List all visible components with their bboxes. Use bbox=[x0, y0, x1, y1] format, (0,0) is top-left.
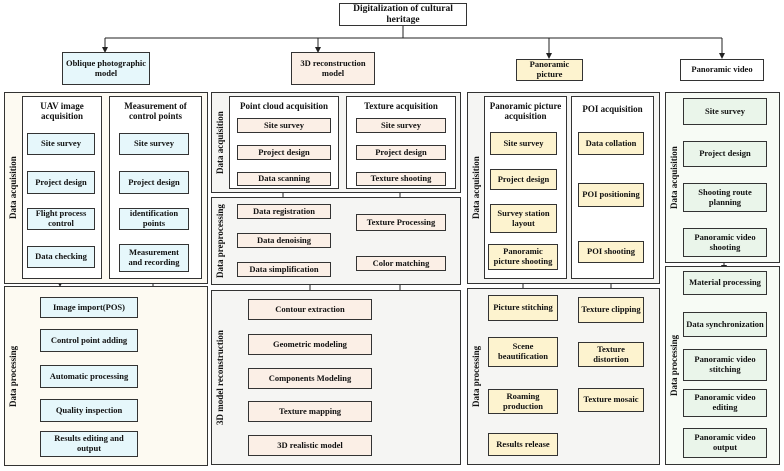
pano-step-1: Site survey bbox=[490, 132, 557, 155]
prep-left-1: Data registration bbox=[237, 204, 331, 219]
poi-step-2: POI positioning bbox=[578, 183, 644, 207]
col3-proc-label: Data processing bbox=[471, 345, 481, 408]
col1-title: Oblique photographic model bbox=[62, 52, 150, 85]
proc1-step-1: Image import(POS) bbox=[40, 297, 138, 318]
col4-title: Panoramic video bbox=[680, 59, 764, 81]
proc4-step-3: Panoramic video stitching bbox=[683, 349, 767, 381]
prep-left-2: Data denoising bbox=[237, 233, 331, 248]
prep-right-1: Texture Processing bbox=[356, 214, 446, 231]
pc-step-1: Site survey bbox=[237, 118, 331, 133]
proc1-step-2: Control point adding bbox=[40, 329, 138, 352]
pano-title: Panoramic picture acquisition bbox=[489, 101, 562, 122]
proc3-right-3: Texture mosaic bbox=[578, 388, 644, 412]
proc4-step-2: Data synchronization bbox=[683, 312, 767, 337]
proc4-step-1: Material processing bbox=[683, 271, 767, 295]
prep-left-3: Data simplification bbox=[237, 262, 331, 277]
tex-title: Texture acquisition bbox=[364, 101, 438, 111]
ctrl-step-2: Project design bbox=[119, 171, 189, 194]
poi-step-1: Data collation bbox=[578, 132, 644, 155]
tex-step-3: Texture shooting bbox=[356, 172, 446, 186]
col2-title: 3D reconstruction model bbox=[291, 52, 375, 85]
proc4-step-5: Panoramic video output bbox=[683, 428, 767, 458]
col1-acq-label: Data acquisition bbox=[8, 156, 18, 220]
proc3-right-1: Texture clipping bbox=[578, 297, 644, 323]
ctrl-title: Measurement of control points bbox=[124, 101, 187, 122]
recon-step-3: Components Modeling bbox=[248, 368, 372, 389]
col2-prep-label: Data preprocessing bbox=[215, 204, 225, 278]
uav-step-3: Flight process control bbox=[27, 208, 95, 230]
pano-step-2: Project design bbox=[490, 169, 557, 190]
proc1-step-3: Automatic processing bbox=[40, 365, 138, 388]
proc3-left-4: Results release bbox=[488, 433, 558, 456]
col1-proc-label: Data processing bbox=[8, 345, 18, 407]
prep-right-2: Color matching bbox=[356, 256, 446, 271]
col2-recon-label: 3D model reconstruction bbox=[215, 330, 225, 425]
pano-step-3: Survey station layout bbox=[490, 204, 557, 233]
acq4-step-2: Project design bbox=[683, 141, 767, 167]
recon-step-2: Geometric modeling bbox=[248, 334, 372, 355]
col3-acq-label: Data acquisition bbox=[471, 156, 481, 220]
uav-step-1: Site survey bbox=[27, 133, 95, 155]
proc3-right-2: Texture distortion bbox=[578, 342, 644, 367]
proc3-left-1: Picture stitching bbox=[488, 295, 558, 321]
recon-step-1: Contour extraction bbox=[248, 299, 372, 320]
ctrl-step-3: identification points bbox=[119, 208, 189, 230]
tex-step-1: Site survey bbox=[356, 118, 446, 133]
poi-title: POI acquisition bbox=[582, 104, 643, 114]
proc1-step-4: Quality inspection bbox=[40, 399, 138, 422]
uav-title: UAV image acquisition bbox=[40, 101, 84, 122]
recon-step-4: Texture mapping bbox=[248, 401, 372, 422]
pc-step-2: Project design bbox=[237, 145, 331, 160]
acq4-step-1: Site survey bbox=[683, 98, 767, 125]
acq4-step-3: Shooting route planning bbox=[683, 183, 767, 212]
col4-acq-label: Data acquisition bbox=[669, 146, 679, 209]
poi-step-3: POI shooting bbox=[578, 241, 644, 263]
col3-title: Panoramic picture bbox=[516, 59, 583, 81]
proc3-left-2: Scene beautification bbox=[488, 337, 558, 367]
pc-step-3: Data scanning bbox=[237, 172, 331, 186]
proc1-step-5: Results editing and output bbox=[40, 431, 138, 457]
pano-step-4: Panoramic picture shooting bbox=[488, 244, 558, 270]
recon-step-5: 3D realistic model bbox=[248, 435, 372, 456]
proc3-left-3: Roaming production bbox=[488, 389, 558, 414]
col2-acq-label: Data acquisition bbox=[215, 111, 225, 174]
tex-step-2: Project design bbox=[356, 145, 446, 160]
ctrl-step-1: Site survey bbox=[119, 133, 189, 155]
root-node: Digitalization of cultural heritage bbox=[339, 3, 467, 26]
pc-title: Point cloud acquisition bbox=[239, 101, 329, 111]
uav-step-4: Data checking bbox=[27, 246, 95, 268]
uav-step-2: Project design bbox=[27, 171, 95, 194]
proc4-step-4: Panoramic video editing bbox=[683, 389, 767, 417]
col4-proc-label: Data processing bbox=[669, 334, 679, 397]
ctrl-step-4: Measurement and recording bbox=[119, 244, 189, 272]
acq4-step-4: Panoramic video shooting bbox=[683, 228, 767, 257]
